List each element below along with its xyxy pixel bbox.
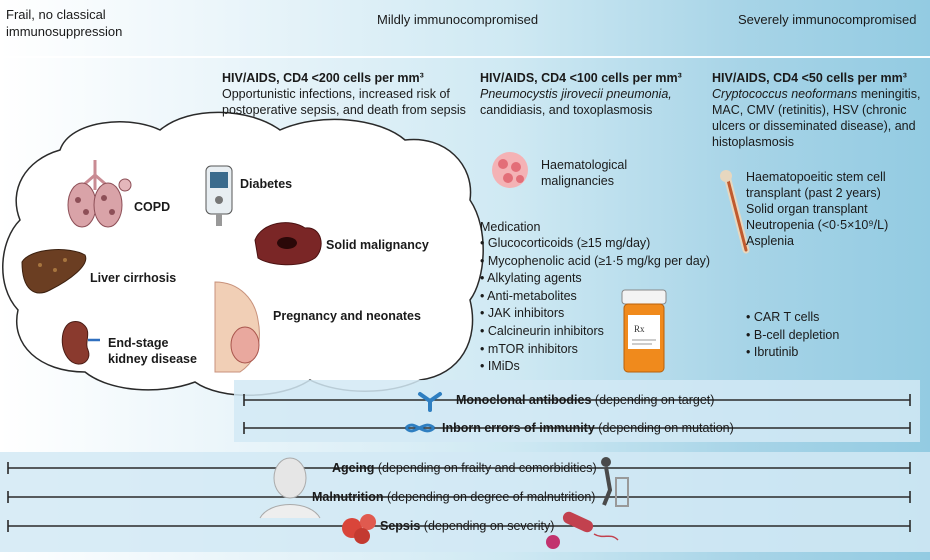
medication-item: Calcineurin inhibitors [480, 323, 720, 341]
bar-maln-bold: Malnutrition [312, 490, 384, 504]
medication-item: Alkylating agents [480, 270, 720, 288]
label-solid-malignancy: Solid malignancy [326, 238, 429, 252]
hiv100-block: HIV/AIDS, CD4 <100 cells per mm³ Pneumoc… [480, 70, 695, 118]
medication-item: Mycophenolic acid (≥1·5 mg/kg per day) [480, 253, 720, 271]
bone-icon [720, 170, 750, 254]
hiv200-title: HIV/AIDS, CD4 <200 cells per mm³ [222, 71, 424, 85]
severe-item: Solid organ transplant [746, 202, 868, 216]
hiv100-title: HIV/AIDS, CD4 <100 cells per mm³ [480, 71, 682, 85]
label-liver: Liver cirrhosis [90, 271, 177, 285]
kidney-icon [61, 320, 100, 365]
liver-icon [21, 249, 87, 294]
hiv200-block: HIV/AIDS, CD4 <200 cells per mm³ Opportu… [222, 70, 467, 118]
antibody-icon [418, 392, 442, 412]
bar-label-malnutrition: Malnutrition (depending on degree of mal… [312, 490, 595, 505]
dna-icon [404, 423, 436, 433]
hiv100-italic: Pneumocystis jirovecii pneumonia, [480, 87, 672, 101]
bar-mab-rest: (depending on target) [594, 393, 715, 407]
bar-ageing-bold: Ageing [332, 461, 375, 475]
blood-clot-icon [342, 514, 376, 544]
header-divider [0, 56, 930, 58]
bar-iei-rest: (depending on mutation) [598, 421, 734, 435]
medication-item: Anti-metabolites [480, 288, 720, 306]
medication-item: IMiDs [480, 358, 720, 376]
bar-label-iei: Inborn errors of immunity (depending on … [442, 421, 734, 436]
medication-item: Glucocorticoids (≥15 mg/day) [480, 235, 720, 253]
glucometer-icon [205, 165, 233, 226]
bar-label-ageing: Ageing (depending on frailty and comorbi… [332, 461, 597, 476]
bar-maln-rest: (depending on degree of malnutrition) [387, 490, 596, 504]
tumour-icon [254, 222, 322, 266]
bacteria-icon [546, 511, 619, 549]
pregnancy-icon [214, 281, 260, 373]
severe-bullets: CAR T cells B-cell depletion Ibrutinib [746, 309, 916, 362]
medication-item: JAK inhibitors [480, 305, 720, 323]
bar-iei-bold: Inborn errors of immunity [442, 421, 595, 435]
hiv200-body: Opportunistic infections, increased risk… [222, 87, 466, 117]
severe-item: Neutropenia (<0·5×10⁹/L) [746, 218, 889, 232]
header-mild: Mildly immunocompromised [377, 12, 539, 27]
header-severe: Severely immunocompromised [738, 12, 917, 27]
label-pregnancy: Pregnancy and neonates [273, 309, 421, 323]
header-frail: Frail, no classical immunosuppression [6, 7, 123, 39]
label-kidney: End-stage kidney disease [108, 336, 197, 366]
label-copd: COPD [134, 200, 171, 214]
severe-item: Haematopoeitic stem cell transplant (pas… [746, 170, 886, 200]
hiv50-body: meningitis, MAC, CMV (retinitis), HSV (c… [712, 87, 921, 149]
label-haem: Haematological malignancies [541, 158, 628, 188]
bar-label-sepsis: Sepsis (depending on severity) [380, 519, 554, 534]
elderly-walker-icon [601, 457, 629, 507]
blood-cells-icon [492, 152, 528, 188]
bar-sepsis-bold: Sepsis [380, 519, 421, 533]
medication-title: Medication [480, 220, 541, 234]
elderly-face-icon [259, 457, 321, 519]
label-diabetes: Diabetes [240, 177, 293, 191]
hiv50-title: HIV/AIDS, CD4 <50 cells per mm³ [712, 71, 907, 85]
severe-block: Haematopoeitic stem cell transplant (pas… [746, 169, 924, 249]
bar-mab-bold: Monoclonal antibodies [456, 393, 592, 407]
medication-list: Glucocorticoids (≥15 mg/day) Mycophenoli… [480, 235, 720, 376]
medication-block: Medication Glucocorticoids (≥15 mg/day) … [480, 219, 720, 376]
hiv50-block: HIV/AIDS, CD4 <50 cells per mm³ Cryptoco… [712, 70, 924, 150]
lungs-icon [67, 160, 132, 228]
severe-bullet: CAR T cells [746, 309, 916, 327]
hiv100-body: candidiasis, and toxoplasmosis [480, 103, 653, 117]
severe-bullet: Ibrutinib [746, 344, 916, 362]
bar-label-mab: Monoclonal antibodies (depending on targ… [456, 393, 714, 408]
bar-sepsis-rest: (depending on severity) [423, 519, 555, 533]
band-mild-severe [234, 380, 920, 442]
medication-item: mTOR inhibitors [480, 341, 720, 359]
severe-item: Asplenia [746, 234, 794, 248]
severe-bullet: B-cell depletion [746, 327, 916, 345]
hiv50-italic: Cryptococcus neoformans [712, 87, 858, 101]
bar-ageing-rest: (depending on frailty and comorbidities) [377, 461, 597, 475]
